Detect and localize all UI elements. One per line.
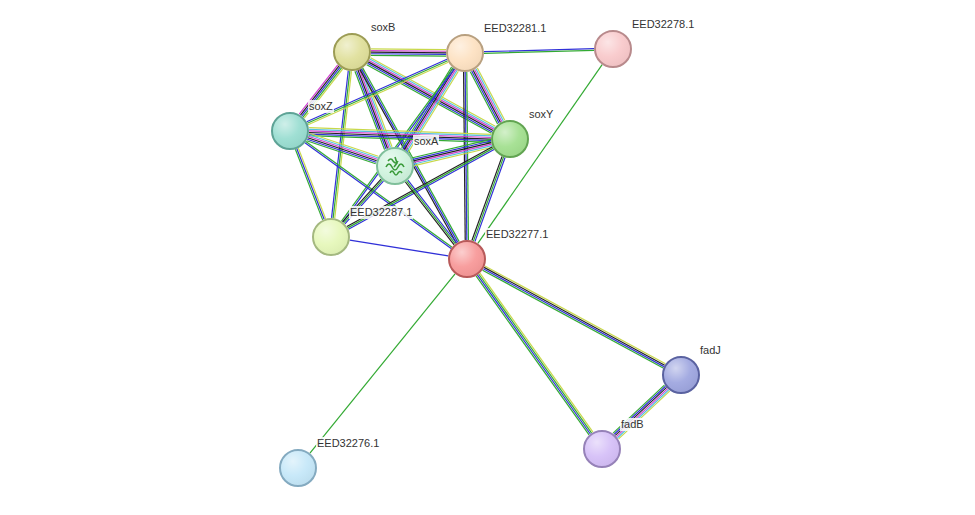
node-highlight xyxy=(314,220,348,254)
evidence-line xyxy=(310,274,455,453)
evidence-line xyxy=(464,72,466,240)
node-label: soxA xyxy=(413,135,439,148)
evidence-line xyxy=(485,266,666,364)
evidence-line xyxy=(300,66,339,115)
protein-node: soxA xyxy=(376,147,414,185)
evidence-line xyxy=(348,150,494,230)
interaction-edge xyxy=(310,274,455,453)
evidence-line xyxy=(343,69,455,222)
evidence-line xyxy=(309,136,491,143)
interaction-edge xyxy=(613,385,670,439)
interaction-edge xyxy=(478,65,602,244)
evidence-line xyxy=(371,55,446,57)
protein-structure xyxy=(378,149,412,183)
evidence-line xyxy=(483,270,664,368)
evidence-line xyxy=(473,70,500,122)
interaction-edge xyxy=(476,273,593,435)
interaction-edge xyxy=(295,148,325,220)
evidence-line xyxy=(614,386,665,434)
interaction-edge xyxy=(470,68,504,124)
evidence-line xyxy=(476,276,589,435)
evidence-line xyxy=(475,69,502,121)
interaction-edge xyxy=(307,133,378,164)
node-label: EED32281.1 xyxy=(483,22,547,35)
node-label: fadB xyxy=(620,418,645,431)
protein-node: soxY xyxy=(491,120,529,158)
node-highlight xyxy=(273,114,307,148)
node-highlight xyxy=(596,32,630,66)
node-highlight xyxy=(493,122,527,156)
node-highlight xyxy=(585,432,619,466)
protein-node: soxB xyxy=(333,33,371,71)
node-label: soxY xyxy=(528,108,554,121)
evidence-line xyxy=(303,68,342,117)
protein-node: EED32278.1 xyxy=(594,30,632,68)
evidence-line xyxy=(477,275,590,434)
evidence-line xyxy=(298,148,325,219)
evidence-line xyxy=(480,273,593,432)
evidence-line xyxy=(309,135,378,158)
evidence-line xyxy=(407,181,456,244)
evidence-line xyxy=(616,389,667,437)
evidence-line xyxy=(371,53,446,55)
interaction-edge xyxy=(371,49,446,56)
node-highlight xyxy=(335,35,369,69)
node-highlight xyxy=(448,36,482,70)
evidence-line xyxy=(299,65,338,114)
evidence-line xyxy=(309,132,491,139)
node-label: fadJ xyxy=(699,344,722,357)
node-label: soxB xyxy=(370,21,396,34)
node-highlight xyxy=(450,242,484,276)
interaction-edge xyxy=(347,147,494,230)
protein-node: EED32281.1 xyxy=(446,34,484,72)
evidence-line xyxy=(476,69,503,121)
evidence-line xyxy=(302,67,341,116)
interaction-edge xyxy=(464,72,469,240)
evidence-line xyxy=(309,134,491,141)
evidence-line xyxy=(307,139,376,162)
node-label: EED32277.1 xyxy=(485,228,549,241)
interaction-edge xyxy=(350,240,448,256)
evidence-line xyxy=(350,240,448,256)
protein-node: EED32287.1 xyxy=(312,218,350,256)
node-label: soxZ xyxy=(308,100,334,113)
node-label: EED32276.1 xyxy=(316,437,380,450)
evidence-line xyxy=(619,391,670,439)
evidence-line xyxy=(472,71,499,123)
protein-node: EED32277.1 xyxy=(448,240,486,278)
protein-node: EED32276.1 xyxy=(279,449,317,487)
evidence-line xyxy=(348,148,494,228)
node-highlight xyxy=(664,358,698,392)
protein-node: soxZ xyxy=(271,112,309,150)
interaction-edge xyxy=(484,49,594,54)
evidence-line xyxy=(347,147,493,227)
node-highlight xyxy=(281,451,315,485)
protein-node: fadB xyxy=(583,430,621,468)
evidence-line xyxy=(470,72,497,124)
evidence-line xyxy=(613,385,664,433)
evidence-line xyxy=(371,48,446,50)
evidence-line xyxy=(367,65,492,134)
evidence-line xyxy=(371,52,446,54)
evidence-line xyxy=(308,138,377,161)
evidence-line xyxy=(371,50,446,52)
evidence-line xyxy=(308,136,377,159)
interaction-edge xyxy=(483,266,666,368)
evidence-line xyxy=(295,149,322,220)
evidence-line xyxy=(615,387,666,435)
interaction-edge xyxy=(309,128,491,143)
evidence-line xyxy=(408,180,457,243)
node-label: EED32287.1 xyxy=(349,206,413,219)
evidence-line xyxy=(484,50,594,53)
evidence-line xyxy=(478,65,602,244)
evidence-line xyxy=(479,274,592,433)
node-label: EED32278.1 xyxy=(631,18,695,31)
evidence-line xyxy=(618,390,669,438)
protein-node: fadJ xyxy=(662,356,700,394)
evidence-line xyxy=(406,70,456,151)
evidence-line xyxy=(297,149,324,220)
